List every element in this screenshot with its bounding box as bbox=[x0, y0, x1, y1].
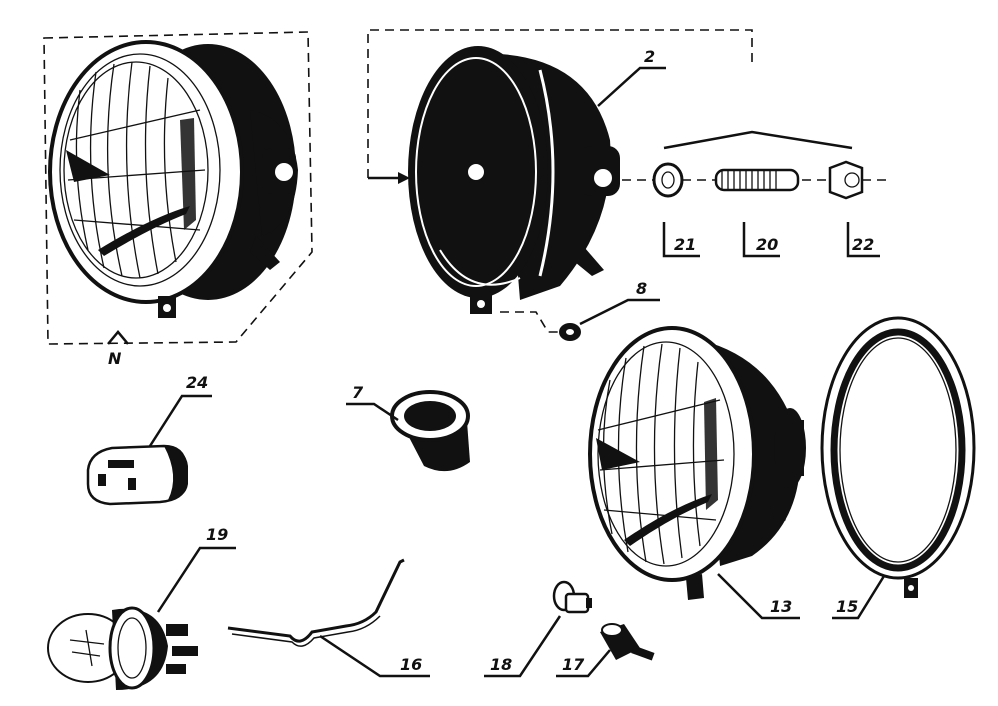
part-20-stud bbox=[714, 168, 800, 192]
label-8: 8 bbox=[636, 279, 647, 298]
leader-22 bbox=[846, 222, 880, 258]
headlamp-assembly-n: N bbox=[43, 31, 313, 368]
part-21-washer bbox=[652, 162, 684, 198]
leader-13 bbox=[717, 573, 800, 620]
leader-2 bbox=[597, 66, 666, 107]
leader-16 bbox=[319, 634, 430, 678]
leader-17 bbox=[556, 649, 611, 678]
part-18-small-bulb bbox=[552, 580, 592, 614]
leader-18 bbox=[484, 615, 562, 678]
leader-8 bbox=[579, 298, 660, 326]
label-13: 13 bbox=[770, 597, 792, 616]
leader-7 bbox=[346, 402, 399, 422]
label-n: N bbox=[108, 349, 122, 368]
label-24: 24 bbox=[186, 373, 208, 392]
part-16-spring bbox=[227, 558, 405, 647]
part-24-connector bbox=[86, 444, 188, 506]
part-13-light-unit bbox=[588, 326, 806, 600]
part-19-bulb bbox=[47, 606, 198, 690]
leader-24 bbox=[148, 394, 212, 447]
label-2: 2 bbox=[644, 47, 655, 66]
part-7-grommet bbox=[390, 390, 470, 472]
label-21: 21 bbox=[674, 235, 696, 254]
leader-21 bbox=[662, 222, 700, 258]
leader-19 bbox=[156, 546, 236, 613]
label-16: 16 bbox=[400, 655, 422, 674]
part-2-housing bbox=[408, 46, 620, 314]
label-19: 19 bbox=[206, 525, 228, 544]
label-17: 17 bbox=[562, 655, 585, 674]
label-22: 22 bbox=[852, 235, 874, 254]
label-18: 18 bbox=[490, 655, 512, 674]
label-20: 20 bbox=[756, 235, 778, 254]
label-15: 15 bbox=[836, 597, 858, 616]
leader-8-dash bbox=[500, 311, 560, 333]
leader-15 bbox=[832, 575, 886, 620]
part-8-nut bbox=[559, 323, 581, 341]
part-17-holder bbox=[600, 623, 655, 661]
part-22-nut bbox=[828, 160, 864, 200]
label-7: 7 bbox=[352, 383, 364, 402]
leader-20 bbox=[742, 222, 780, 258]
bracket-20-22 bbox=[663, 130, 853, 150]
part-15-rim bbox=[820, 316, 976, 598]
